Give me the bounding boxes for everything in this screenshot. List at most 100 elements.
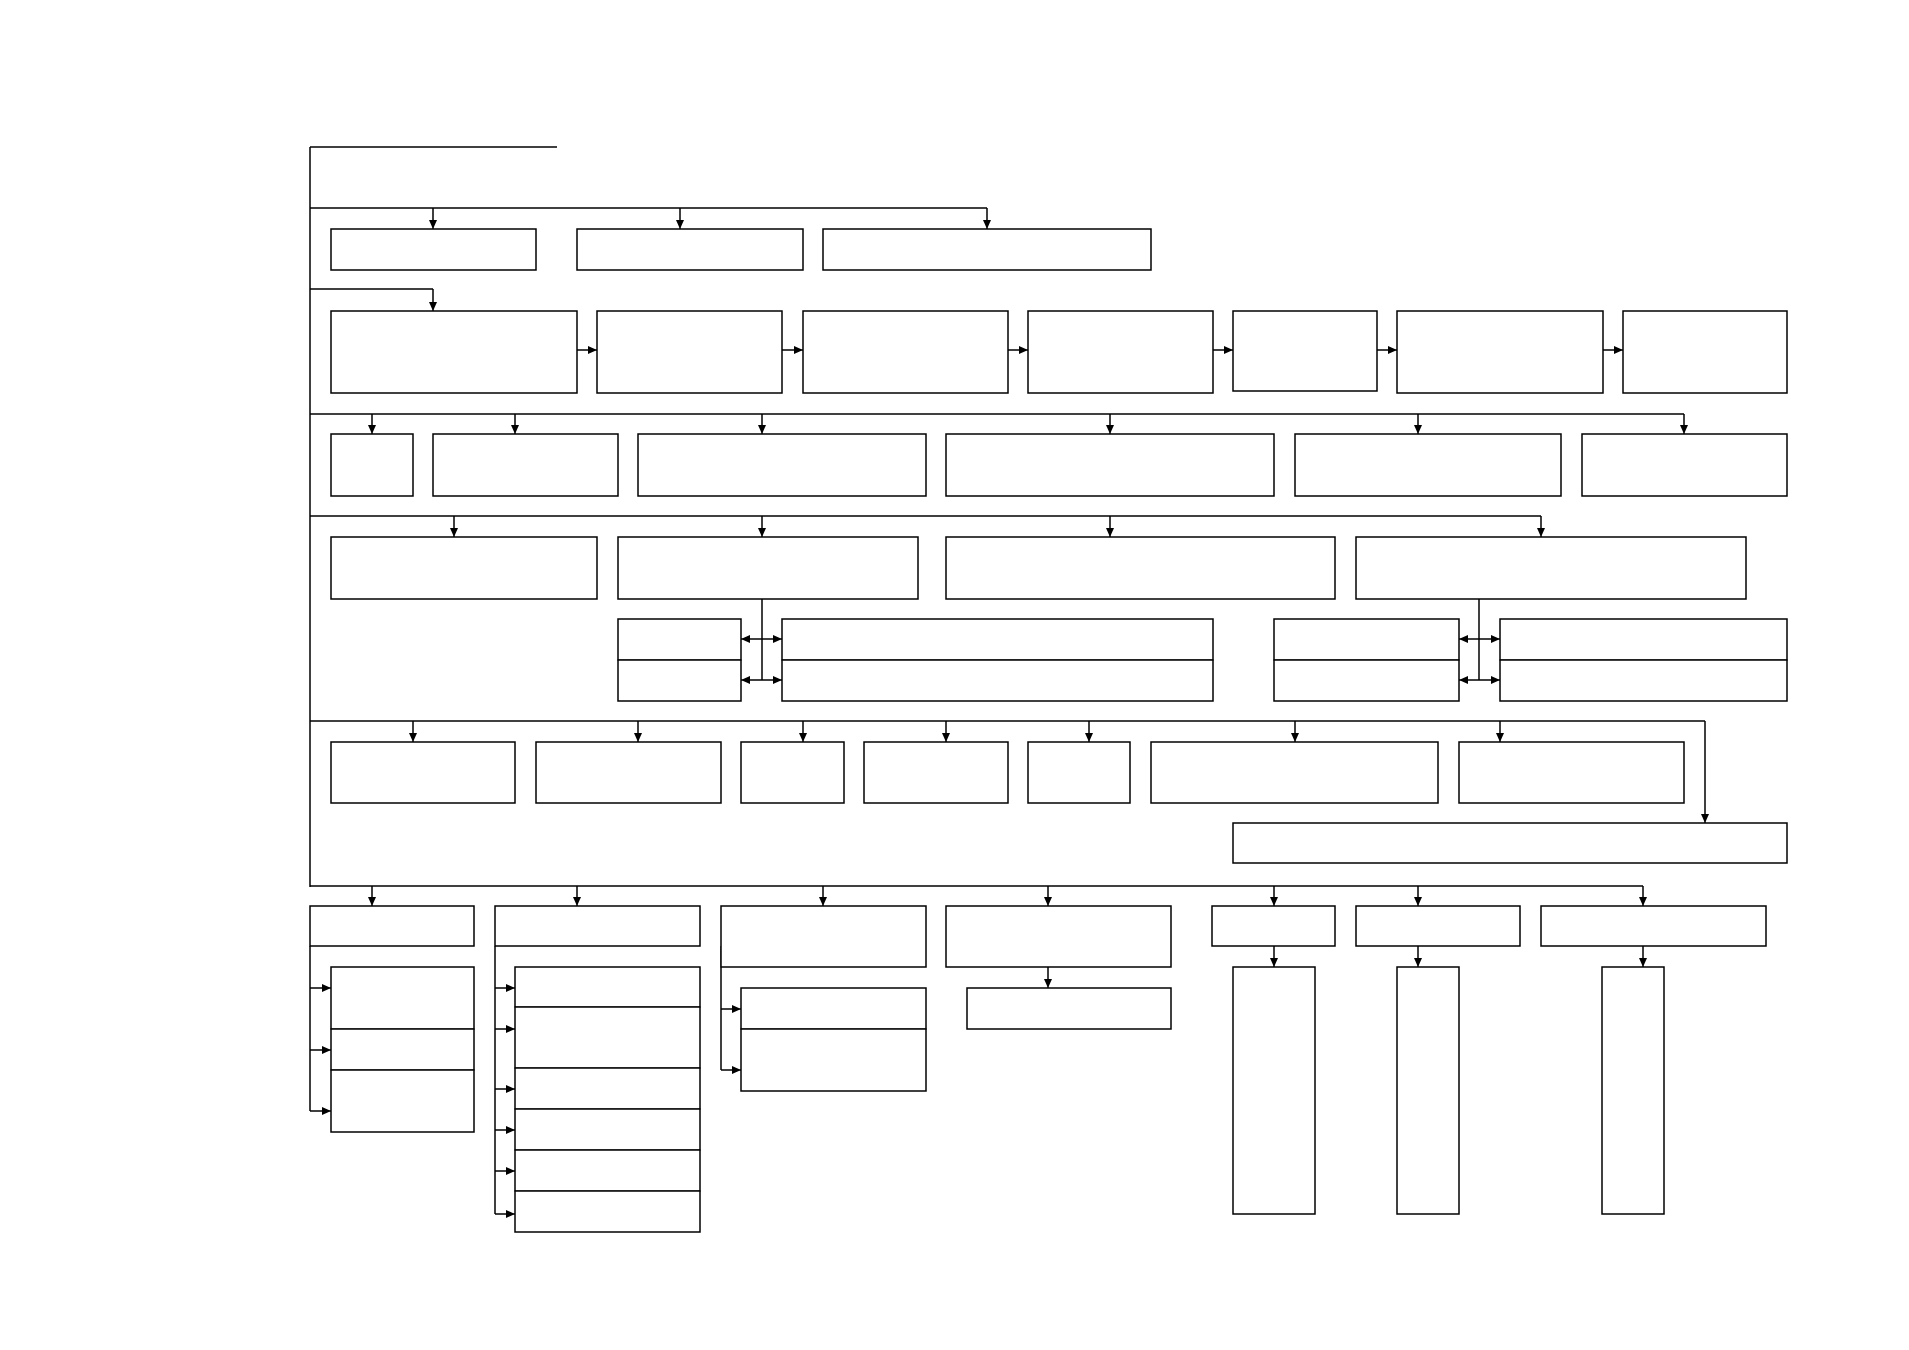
diagram-box-53 (740, 987, 927, 1030)
diagram-box-26 (1273, 659, 1460, 702)
arrow-head-28 (1491, 676, 1500, 684)
diagram-box-42 (1355, 905, 1521, 947)
arrow-head-49 (506, 1085, 515, 1093)
diagram-box-9 (1396, 310, 1604, 394)
arrow-head-50 (506, 1126, 515, 1134)
diagram-box-21 (617, 618, 742, 661)
arrow-head-45 (322, 1046, 331, 1054)
diagram-box-51 (514, 1149, 701, 1192)
arrow-head-42 (1414, 897, 1422, 906)
arrow-head-37 (368, 897, 376, 906)
arrow-head-12 (511, 425, 519, 434)
arrow-head-5 (588, 346, 597, 354)
arrow-heads (322, 220, 1709, 1218)
diagram-box-57 (1396, 966, 1460, 1215)
diagram-box-22 (617, 659, 742, 702)
arrow-head-54 (732, 1066, 741, 1074)
diagram-box-2 (576, 228, 804, 271)
diagram-box-55 (966, 987, 1172, 1030)
diagram-box-29 (330, 741, 516, 804)
arrow-head-44 (322, 984, 331, 992)
arrow-head-1 (429, 220, 437, 229)
diagram-box-38 (494, 905, 701, 947)
diagram-box-47 (514, 966, 701, 1008)
arrow-head-34 (1291, 733, 1299, 742)
diagram-box-34 (1150, 741, 1439, 804)
diagram-box-8 (1232, 310, 1378, 392)
arrow-head-16 (1680, 425, 1688, 434)
diagram-box-7 (1027, 310, 1214, 394)
diagram-box-46 (330, 1069, 475, 1133)
diagram-box-3 (822, 228, 1152, 271)
diagram-box-6 (802, 310, 1009, 394)
diagram-box-36 (1232, 822, 1788, 864)
diagram-box-19 (945, 536, 1336, 600)
diagram-box-54 (740, 1028, 927, 1092)
arrow-head-3 (983, 220, 991, 229)
diagram-box-17 (330, 536, 598, 600)
arrow-head-23 (741, 676, 750, 684)
arrow-head-33 (1085, 733, 1093, 742)
arrow-head-47 (506, 984, 515, 992)
arrow-head-9 (1388, 346, 1397, 354)
diagram-box-48 (514, 1006, 701, 1069)
arrow-head-20 (1537, 528, 1545, 537)
arrow-head-10 (1614, 346, 1623, 354)
diagram-box-11 (330, 433, 414, 497)
arrow-head-36 (1701, 814, 1709, 823)
arrow-head-41 (1270, 897, 1278, 906)
arrow-head-51 (506, 1167, 515, 1175)
arrow-head-27 (1459, 676, 1468, 684)
diagram-box-45 (330, 1028, 475, 1071)
arrow-head-31 (799, 733, 807, 742)
arrow-head-6 (794, 346, 803, 354)
arrow-head-55 (1044, 979, 1052, 988)
arrow-head-14 (1106, 425, 1114, 434)
arrow-head-4 (429, 302, 437, 311)
diagram-box-39 (720, 905, 927, 968)
arrow-head-22 (773, 635, 782, 643)
diagram-box-49 (514, 1067, 701, 1110)
diagram-box-44 (330, 966, 475, 1030)
arrow-head-39 (819, 897, 827, 906)
arrow-head-15 (1414, 425, 1422, 434)
diagram-box-10 (1622, 310, 1788, 394)
arrow-head-24 (773, 676, 782, 684)
diagram-box-41 (1211, 905, 1336, 947)
diagram-box-50 (514, 1108, 701, 1151)
arrow-head-30 (634, 733, 642, 742)
arrow-head-53 (732, 1005, 741, 1013)
diagram-box-32 (863, 741, 1009, 804)
diagram-boxes (309, 228, 1788, 1233)
diagram-box-25 (1273, 618, 1460, 661)
diagram-box-37 (309, 905, 475, 947)
diagram-box-5 (596, 310, 783, 394)
diagram-box-12 (432, 433, 619, 497)
arrow-head-56 (1270, 958, 1278, 967)
arrow-head-26 (1491, 635, 1500, 643)
diagram-box-13 (637, 433, 927, 497)
diagram-box-23 (781, 618, 1214, 661)
diagram-box-35 (1458, 741, 1685, 804)
arrow-head-58 (1639, 958, 1647, 967)
arrow-head-8 (1224, 346, 1233, 354)
arrow-head-43 (1639, 897, 1647, 906)
diagram-box-52 (514, 1190, 701, 1233)
diagram-box-40 (945, 905, 1172, 968)
diagram-box-24 (781, 659, 1214, 702)
diagram-box-16 (1581, 433, 1788, 497)
diagram-box-43 (1540, 905, 1767, 947)
arrow-head-18 (758, 528, 766, 537)
diagram-box-4 (330, 310, 578, 394)
arrow-head-40 (1044, 897, 1052, 906)
diagram-box-28 (1499, 659, 1788, 702)
arrow-head-57 (1414, 958, 1422, 967)
arrow-head-2 (676, 220, 684, 229)
diagram-box-27 (1499, 618, 1788, 661)
diagram-box-15 (1294, 433, 1562, 497)
arrow-head-17 (450, 528, 458, 537)
arrow-head-32 (942, 733, 950, 742)
diagram-box-1 (330, 228, 537, 271)
arrow-head-38 (573, 897, 581, 906)
diagram-box-31 (740, 741, 845, 804)
